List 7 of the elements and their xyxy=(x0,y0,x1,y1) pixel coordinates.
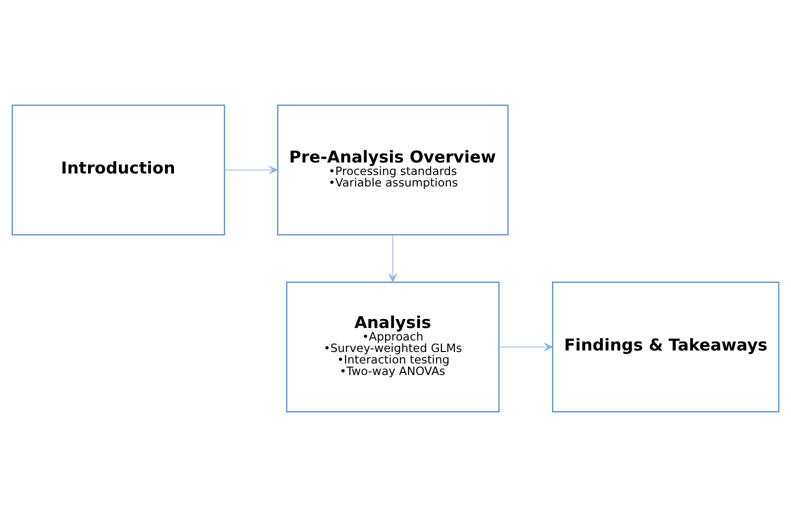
arrow xyxy=(224,166,278,174)
arrow xyxy=(388,234,397,282)
node-box: Findings & Takeaways xyxy=(552,282,780,412)
node-box: Introduction xyxy=(12,104,226,236)
arrow xyxy=(498,342,553,352)
node-box: Analysis •Approach •Survey-weighted GLMs •Interaction testing •Two-way ANOVAs xyxy=(286,282,500,412)
node-box: Pre-Analysis Overview •Processing standards •Variable assumptions xyxy=(277,104,509,236)
